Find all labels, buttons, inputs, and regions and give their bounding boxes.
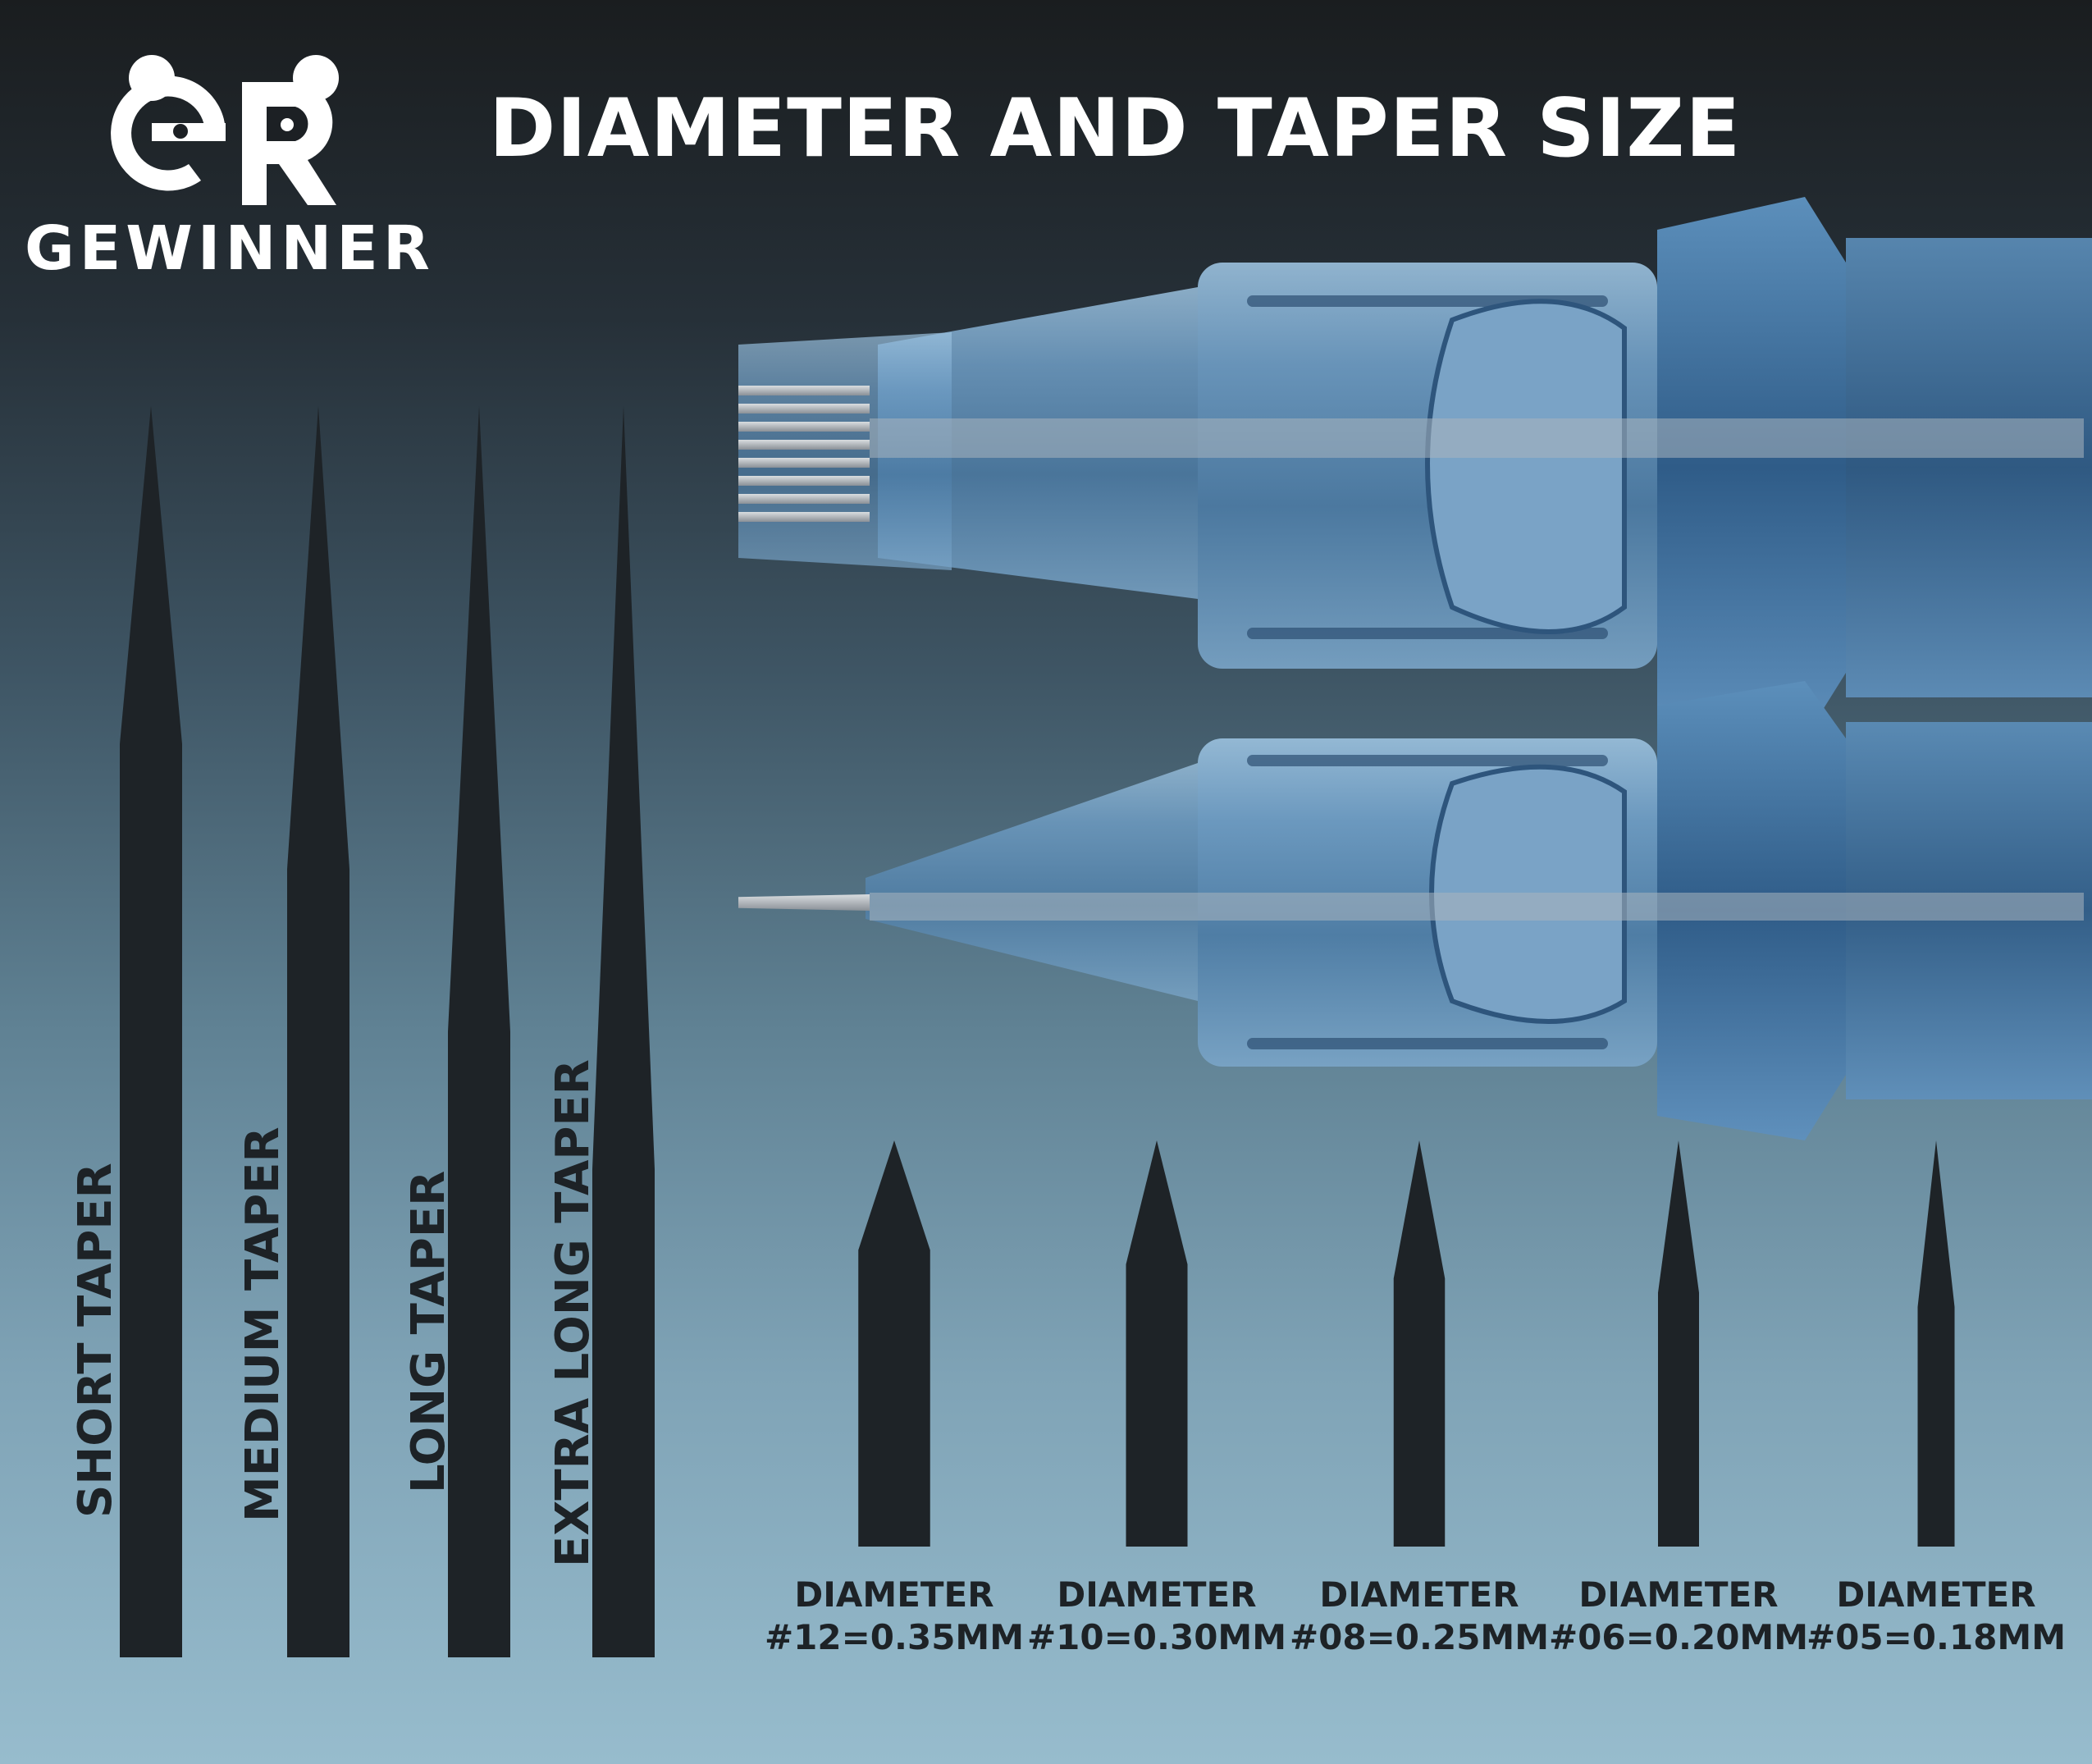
diameter-needle-5 [1917, 1140, 1955, 1547]
diameter-label-12: DIAMETER#12=0.35MM [764, 1574, 1025, 1657]
diameter-label-05: DIAMETER#05=0.18MM [1806, 1574, 2067, 1657]
diameter-needle-3 [1393, 1140, 1446, 1547]
brand-name: GEWINNER [25, 213, 435, 284]
diameter-label-10: DIAMETER#10=0.30MM [1026, 1574, 1287, 1657]
taper-needle-3 [448, 406, 510, 1657]
taper-label-long: LONG TAPER [402, 1170, 455, 1493]
diameter-label-06: DIAMETER#06=0.20MM [1548, 1574, 1809, 1657]
taper-needle-4 [592, 406, 655, 1657]
page-title: DIAMETER AND TAPER SIZE [489, 82, 1742, 176]
magnum-cartridge [738, 197, 2092, 738]
diameter-needles [858, 1140, 1955, 1547]
taper-label-medium: MEDIUM TAPER [236, 1126, 290, 1522]
diameter-needle-1 [858, 1140, 930, 1547]
single-needle-cartridge [738, 681, 2092, 1140]
taper-label-short: SHORT TAPER [69, 1163, 122, 1518]
taper-label-extra-long: EXTRA LONG TAPER [546, 1059, 600, 1567]
diameter-needle-4 [1658, 1140, 1699, 1547]
diameter-needle-2 [1126, 1140, 1188, 1547]
taper-needles [120, 406, 655, 1657]
brand-logo: GEWINNER [25, 49, 435, 287]
taper-needle-1 [120, 406, 182, 1657]
cartridge-illustrations [738, 197, 2092, 1140]
taper-needle-2 [287, 406, 349, 1657]
diameter-label-08: DIAMETER#08=0.25MM [1289, 1574, 1550, 1657]
panda-logo-icon [111, 55, 339, 205]
